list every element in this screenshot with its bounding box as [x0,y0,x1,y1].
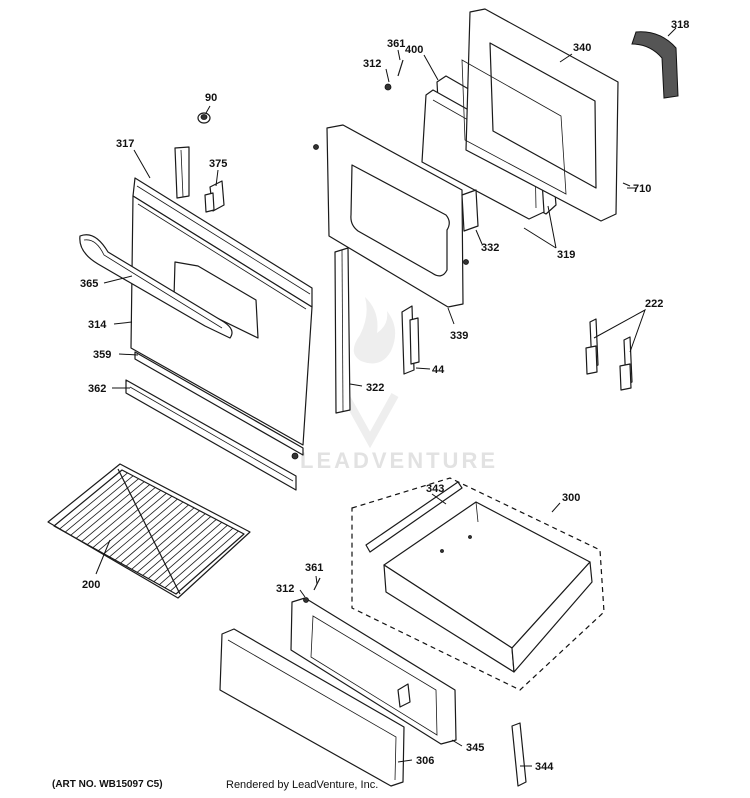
callout-339: 339 [450,330,468,342]
callout-400: 400 [405,44,423,56]
callout-332: 332 [481,242,499,254]
part-332-glass-clip [461,189,479,232]
rack-wire [142,516,211,576]
rack-wire [75,481,145,539]
rack-wire [164,527,234,589]
callout-361-lower: 361 [305,562,323,574]
part-710-screw [622,182,631,187]
rack-wire [103,495,173,555]
rack-wire [87,487,156,545]
rack-wire [125,507,195,567]
callout-344: 344 [535,761,554,773]
callout-361-upper: 361 [387,38,405,50]
callout-312-upper: 312 [363,58,381,70]
callout-362: 362 [88,383,106,395]
rack-wire [136,513,206,573]
part-322-side-channel [334,247,351,414]
callout-343: 343 [426,483,444,495]
rack-wire [81,484,150,542]
callout-90: 90 [205,92,217,104]
part-339-inner-door-panel [313,124,469,308]
rack-wire [92,490,162,548]
callout-345: 345 [466,742,484,754]
leadventure-watermark: LEADVENTURE [300,297,498,473]
callout-365: 365 [80,278,98,290]
rack-wire [131,510,200,570]
part-344-drawer-guide [511,722,527,787]
callout-340: 340 [573,42,591,54]
part-345-drawer-liner [290,597,457,745]
part-306-drawer-front [219,628,405,787]
part-300-drawer [383,501,593,673]
part-361-312-screw-lower [303,577,321,603]
rack-wire [120,504,189,564]
part-318-door-gasket [631,31,679,99]
part-222-hinges [585,318,633,391]
rack-wire [170,530,239,592]
callout-314: 314 [88,319,107,331]
rack-wire [153,522,223,582]
part-361-312-screw-upper [384,59,404,91]
part-375-bracket [204,180,225,213]
drawer-group-outline [351,477,605,691]
part-365-door-handle [79,234,233,339]
rack-wire [109,498,178,558]
part-44-hinge [401,305,420,375]
part-359-bottom-strip [134,351,304,460]
callout-312-lower: 312 [276,583,294,595]
rack-wire [70,478,139,536]
callout-222: 222 [645,298,663,310]
callout-359: 359 [93,349,111,361]
part-200-oven-rack [47,463,251,599]
rendered-by-credit: Rendered by LeadVenture, Inc. [226,779,379,791]
part-362-lower-trim [125,379,297,491]
part-340-door-frame [461,8,619,222]
part-90-knob [197,112,211,124]
rack-wire [98,492,167,552]
art-number: (ART NO. WB15097 C5) [52,779,163,790]
leader-lines [95,27,677,767]
rack-wire [59,472,128,530]
callout-322: 322 [366,382,384,394]
callout-318: 318 [671,19,689,31]
callout-306: 306 [416,755,434,767]
callout-labels: 90 317 375 365 314 359 362 200 361 312 4… [80,19,689,773]
callout-375: 375 [209,158,227,170]
callout-317: 317 [116,138,134,150]
callout-200: 200 [82,579,100,591]
callout-300: 300 [562,492,580,504]
part-343-drawer-rail [365,481,463,553]
rack-wire [64,475,134,533]
callout-319: 319 [557,249,575,261]
rack-wire [148,519,217,579]
callout-710: 710 [633,183,651,195]
rack-wire [159,524,228,586]
watermark-text: LEADVENTURE [300,448,498,473]
callout-44: 44 [432,364,445,376]
